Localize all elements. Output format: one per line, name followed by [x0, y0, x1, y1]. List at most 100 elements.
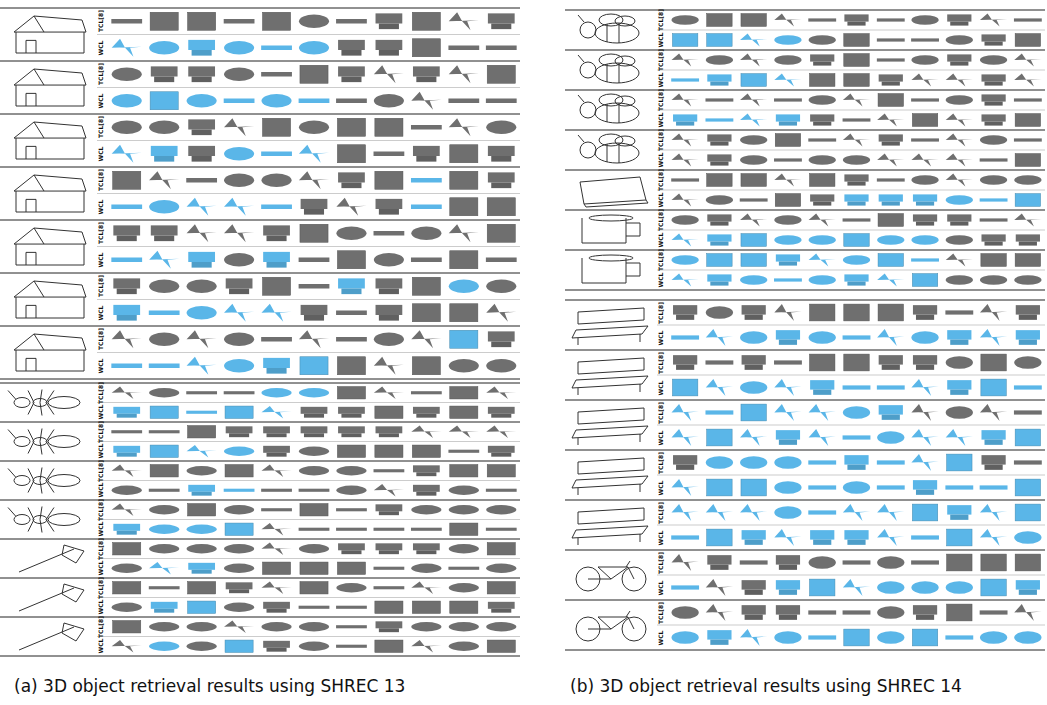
model-thumbnail [911, 235, 938, 245]
model-thumbnail [879, 355, 903, 370]
model-thumbnail [301, 305, 328, 321]
model-thumbnail [707, 429, 732, 446]
model-thumbnail [808, 635, 836, 639]
model-thumbnail [844, 629, 869, 646]
panel-caption: (b) 3D object retrieval results using SH… [570, 676, 962, 696]
model-thumbnail [946, 74, 973, 87]
model-thumbnail [879, 194, 903, 205]
model-thumbnail [411, 258, 442, 263]
model-thumbnail [412, 12, 440, 30]
model-thumbnail [741, 254, 766, 267]
model-thumbnail [776, 330, 800, 345]
model-thumbnail [672, 504, 699, 521]
query-row [565, 600, 1045, 650]
model-thumbnail [1016, 330, 1040, 345]
model-thumbnail [375, 118, 403, 136]
model-thumbnail [413, 146, 440, 162]
model-thumbnail [774, 404, 801, 421]
model-thumbnail [224, 253, 254, 267]
model-thumbnail [151, 225, 178, 241]
query-sketch [578, 94, 639, 123]
model-thumbnail [911, 74, 938, 87]
model-thumbnail [808, 610, 836, 614]
model-thumbnail [740, 198, 768, 201]
model-thumbnail [808, 18, 836, 21]
model-thumbnail [810, 114, 834, 125]
model-thumbnail [411, 528, 442, 531]
model-thumbnail [149, 562, 179, 574]
model-thumbnail [111, 19, 142, 24]
model-thumbnail [338, 66, 365, 82]
method-label: TCL[8] [98, 10, 104, 32]
model-thumbnail [844, 530, 868, 545]
model-thumbnail [149, 121, 179, 135]
model-thumbnail [261, 152, 292, 157]
model-thumbnail [911, 55, 938, 65]
method-label: TCL[8] [658, 602, 664, 624]
model-thumbnail [337, 445, 365, 457]
model-thumbnail [740, 135, 767, 145]
model-thumbnail [450, 171, 478, 189]
model-thumbnail [672, 274, 699, 287]
query-sketch [576, 561, 646, 591]
model-thumbnail [774, 506, 801, 519]
model-thumbnail [111, 258, 142, 263]
model-thumbnail [980, 275, 1007, 285]
query-row [0, 617, 520, 656]
model-thumbnail [487, 582, 515, 594]
model-thumbnail [844, 354, 869, 371]
model-thumbnail [843, 94, 870, 107]
model-thumbnail [376, 13, 403, 29]
model-thumbnail [672, 606, 699, 619]
model-thumbnail [449, 426, 479, 438]
result-panel [0, 8, 520, 656]
model-thumbnail [113, 225, 140, 241]
model-thumbnail [774, 158, 802, 161]
model-thumbnail [412, 277, 440, 295]
model-thumbnail [877, 235, 904, 245]
model-thumbnail [1015, 554, 1040, 571]
model-thumbnail [945, 635, 973, 639]
model-thumbnail [809, 35, 836, 45]
model-thumbnail [374, 484, 404, 496]
model-thumbnail [911, 535, 939, 539]
model-thumbnail [808, 510, 836, 514]
model-thumbnail [810, 194, 834, 205]
model-thumbnail [810, 304, 835, 321]
model-thumbnail [224, 41, 254, 55]
model-thumbnail [375, 601, 403, 613]
model-thumbnail [877, 606, 904, 619]
model-thumbnail [673, 305, 697, 320]
model-thumbnail [150, 465, 178, 477]
model-thumbnail [980, 404, 1007, 421]
model-thumbnail [774, 98, 802, 101]
model-thumbnail [448, 99, 479, 104]
model-thumbnail [113, 524, 140, 535]
model-thumbnail [843, 481, 870, 494]
model-thumbnail [261, 46, 292, 51]
method-label: TCL[8] [98, 63, 104, 85]
model-thumbnail [411, 178, 442, 183]
model-thumbnail [981, 234, 1005, 245]
model-thumbnail [877, 178, 905, 181]
model-thumbnail [376, 40, 403, 56]
model-thumbnail [707, 234, 731, 245]
method-label: TCL[8] [658, 302, 664, 324]
model-thumbnail [188, 119, 215, 135]
model-thumbnail [809, 429, 836, 446]
model-thumbnail [224, 603, 254, 612]
model-thumbnail [299, 466, 329, 475]
model-thumbnail [1014, 410, 1042, 414]
query-row [565, 400, 1045, 446]
model-thumbnail [980, 304, 1007, 321]
model-thumbnail [1014, 138, 1042, 141]
model-thumbnail [1015, 34, 1040, 47]
query-sketch [572, 508, 648, 545]
model-thumbnail [1014, 18, 1042, 21]
query-row [0, 167, 520, 216]
model-thumbnail [776, 254, 800, 265]
model-thumbnail [187, 94, 217, 108]
query-sketch [8, 429, 80, 455]
model-thumbnail [844, 14, 868, 25]
model-thumbnail [411, 391, 442, 394]
